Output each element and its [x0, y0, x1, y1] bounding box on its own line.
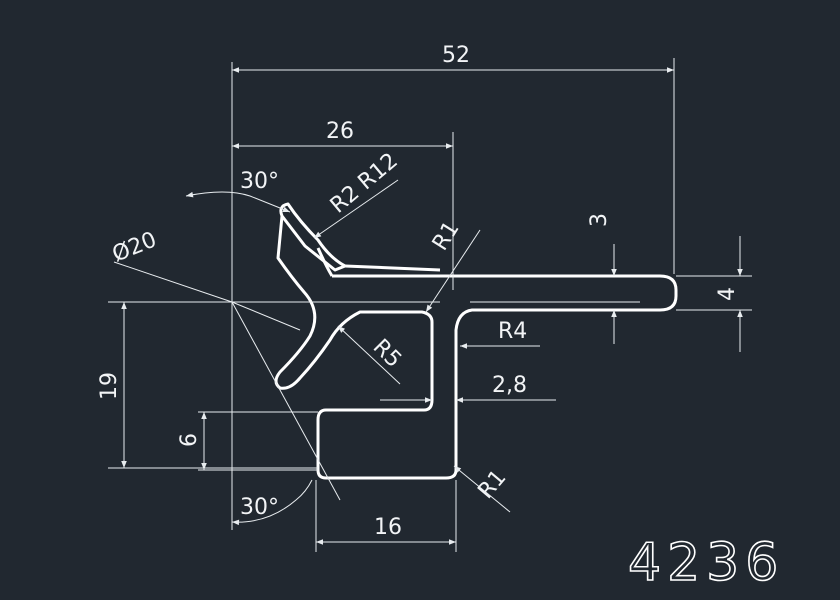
dim-wall-thickness: 2,8	[492, 373, 527, 398]
dim-radius-r2-r12: R2 R12	[326, 148, 403, 218]
dim-angle-top: 30°	[240, 169, 279, 194]
dim-radius-r1-top: R1	[428, 217, 465, 255]
dim-radius-r4: R4	[498, 319, 527, 344]
dim-bottom-width: 16	[374, 515, 402, 540]
profile-outline	[274, 202, 678, 480]
dimension-lines	[121, 67, 743, 545]
part-number: 4236	[628, 533, 784, 593]
dim-radius-r5: R5	[368, 335, 406, 373]
dim-angle-bottom: 30°	[240, 495, 279, 520]
dim-overall-width: 52	[442, 43, 470, 68]
dim-radius-r1-bottom: R1	[473, 465, 511, 504]
dimension-labels: 52 26 16 19 6 3 4 2,8 30° 30° Ø20 R1 R1 …	[97, 43, 740, 540]
dim-foot-height: 6	[177, 433, 202, 447]
dim-diameter: Ø20	[109, 227, 160, 267]
dim-tip-thickness: 4	[715, 287, 740, 301]
dim-arm-thickness: 3	[587, 213, 612, 227]
dim-height: 19	[97, 372, 122, 400]
dim-upper-width: 26	[326, 119, 354, 144]
